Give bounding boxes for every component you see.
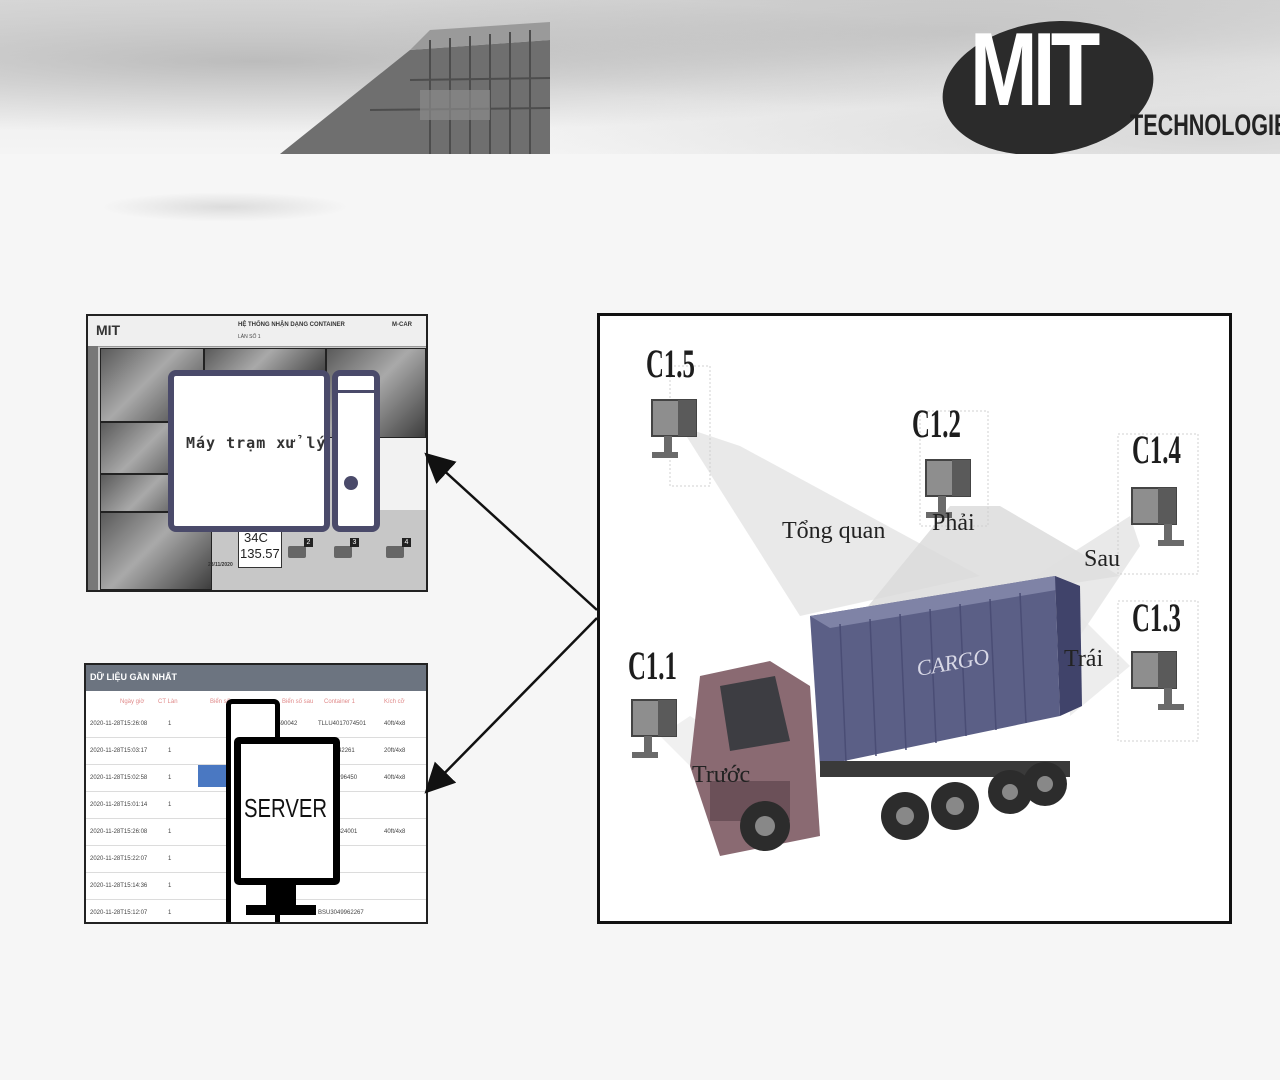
station-panel: MIT HỆ THỐNG NHẬN DẠNG CONTAINER LÀN SỐ … — [86, 314, 428, 592]
cell-time: 2020-11-28T15:22:07 — [90, 856, 148, 862]
plate-line-2: 135.57 — [240, 546, 280, 561]
container-truck-image: CARGO — [690, 576, 1082, 856]
station-info-panel — [378, 438, 426, 510]
data-table-title: DỮ LIỆU GẦN NHẤT — [90, 672, 177, 682]
server-monitor-icon — [234, 737, 340, 885]
station-header-right: M-CAR — [392, 322, 412, 328]
station-logo: MIT — [96, 322, 121, 338]
cctv-camera-icon — [651, 399, 697, 458]
cell-time: 2020-11-28T15:26:08 — [90, 829, 148, 835]
view-label-left: Trái — [1064, 646, 1104, 672]
station-sidebar — [88, 346, 98, 590]
camera-label-c1-3: C1.3 — [1132, 595, 1181, 640]
data-table-header-bar: DỮ LIỆU GẦN NHẤT — [86, 665, 426, 691]
cell-size: 20ft/4x8 — [384, 748, 406, 754]
camera-label-c1-2: C1.2 — [912, 401, 961, 446]
cell-container: TLLU4017074501 — [318, 721, 367, 727]
column-header: CT Làn — [158, 699, 178, 705]
column-header: Biển số sau — [282, 699, 314, 705]
cctv-camera-icon — [1131, 651, 1184, 710]
server-label: SERVER — [244, 793, 328, 823]
cell-time: 2020-11-28T15:02:58 — [90, 775, 148, 781]
camera-label-c1-5: C1.5 — [646, 341, 695, 386]
lane-indicator[interactable]: 2 — [288, 538, 318, 560]
header-banner: MIT TECHNOLOGIES — [0, 0, 1280, 154]
lane-number: 4 — [402, 538, 411, 547]
cctv-camera-icon — [925, 459, 971, 518]
cell-lane: 1 — [168, 802, 172, 808]
lane-number: 2 — [304, 538, 313, 547]
plate-line-1: 34C — [244, 530, 268, 545]
cell-size: 40ft/4x8 — [384, 775, 406, 781]
cell-lane: 1 — [168, 883, 172, 889]
cell-plate: 1590042 — [274, 721, 298, 727]
container-stack-image — [280, 22, 551, 154]
logo-tagline: TECHNOLOGIES — [1130, 109, 1280, 142]
mit-logo: MIT TECHNOLOGIES — [933, 4, 1280, 154]
cell-lane: 1 — [168, 721, 172, 727]
cell-lane: 1 — [168, 748, 172, 754]
column-header: Biển số — [210, 699, 231, 705]
lane-number: 3 — [350, 538, 359, 547]
cctv-camera-icon — [1131, 487, 1184, 546]
cell-size: 40ft/4x8 — [384, 829, 406, 835]
lane-indicator[interactable]: 4 — [386, 538, 416, 560]
blurred-subtitle — [100, 192, 350, 222]
view-label-right: Phải — [932, 510, 975, 536]
station-header-title: HỆ THỐNG NHẬN DẠNG CONTAINER — [238, 322, 345, 328]
cell-lane: 1 — [168, 775, 172, 781]
view-label-rear: Sau — [1084, 546, 1120, 572]
cell-time: 2020-11-28T15:01:14 — [90, 802, 148, 808]
column-header: Kích cỡ — [384, 699, 405, 705]
cell-container: BSU3049962267 — [318, 910, 364, 916]
truck-icon — [334, 546, 352, 558]
cell-lane: 1 — [168, 856, 172, 862]
station-topbar: MIT HỆ THỐNG NHẬN DẠNG CONTAINER LÀN SỐ … — [88, 316, 426, 347]
camera-label-c1-4: C1.4 — [1132, 427, 1181, 472]
monitor-base — [246, 905, 316, 915]
truck-icon — [386, 546, 404, 558]
truck-icon — [288, 546, 306, 558]
lane-indicator[interactable]: 3 — [334, 538, 364, 560]
camera-scene-panel: CARGO C1.5 C1.2 C1.4 C1. — [597, 313, 1232, 924]
cell-lane: 1 — [168, 829, 172, 835]
monitor-stand — [266, 883, 296, 907]
workstation-monitor-icon — [168, 370, 330, 532]
tower-divider — [338, 390, 374, 393]
column-header: Ngày giờ — [120, 699, 145, 705]
workstation-label: Máy trạm xử lý — [186, 434, 327, 452]
station-header-sub: LÀN SỐ 1 — [238, 334, 261, 340]
server-panel: DỮ LIỆU GẦN NHẤT Ngày giờ CT Làn Biển số… — [84, 663, 428, 924]
view-label-front: Trước — [692, 762, 751, 788]
cell-time: 2020-11-28T15:26:08 — [90, 721, 148, 727]
table-row[interactable]: 2020-11-28T15:12:07 1 BSU3049962267 — [86, 900, 426, 922]
workstation-tower-icon — [332, 370, 380, 532]
camera-label-c1-1: C1.1 — [628, 643, 677, 688]
power-button-icon — [344, 476, 358, 490]
cctv-camera-icon — [631, 699, 677, 758]
view-label-overview: Tổng quan — [782, 518, 886, 544]
column-header: Container 1 — [324, 699, 356, 705]
logo-mark: MIT — [970, 12, 1100, 128]
cell-time: 2020-11-28T15:12:07 — [90, 910, 148, 916]
cell-time: 2020-11-28T15:14:36 — [90, 883, 148, 889]
selected-cell — [198, 765, 230, 787]
cell-size: 40ft/4x8 — [384, 721, 406, 727]
station-date: 28/11/2020 — [208, 562, 233, 568]
cell-lane: 1 — [168, 910, 172, 916]
cell-time: 2020-11-28T15:03:17 — [90, 748, 148, 754]
license-plate — [238, 528, 282, 568]
